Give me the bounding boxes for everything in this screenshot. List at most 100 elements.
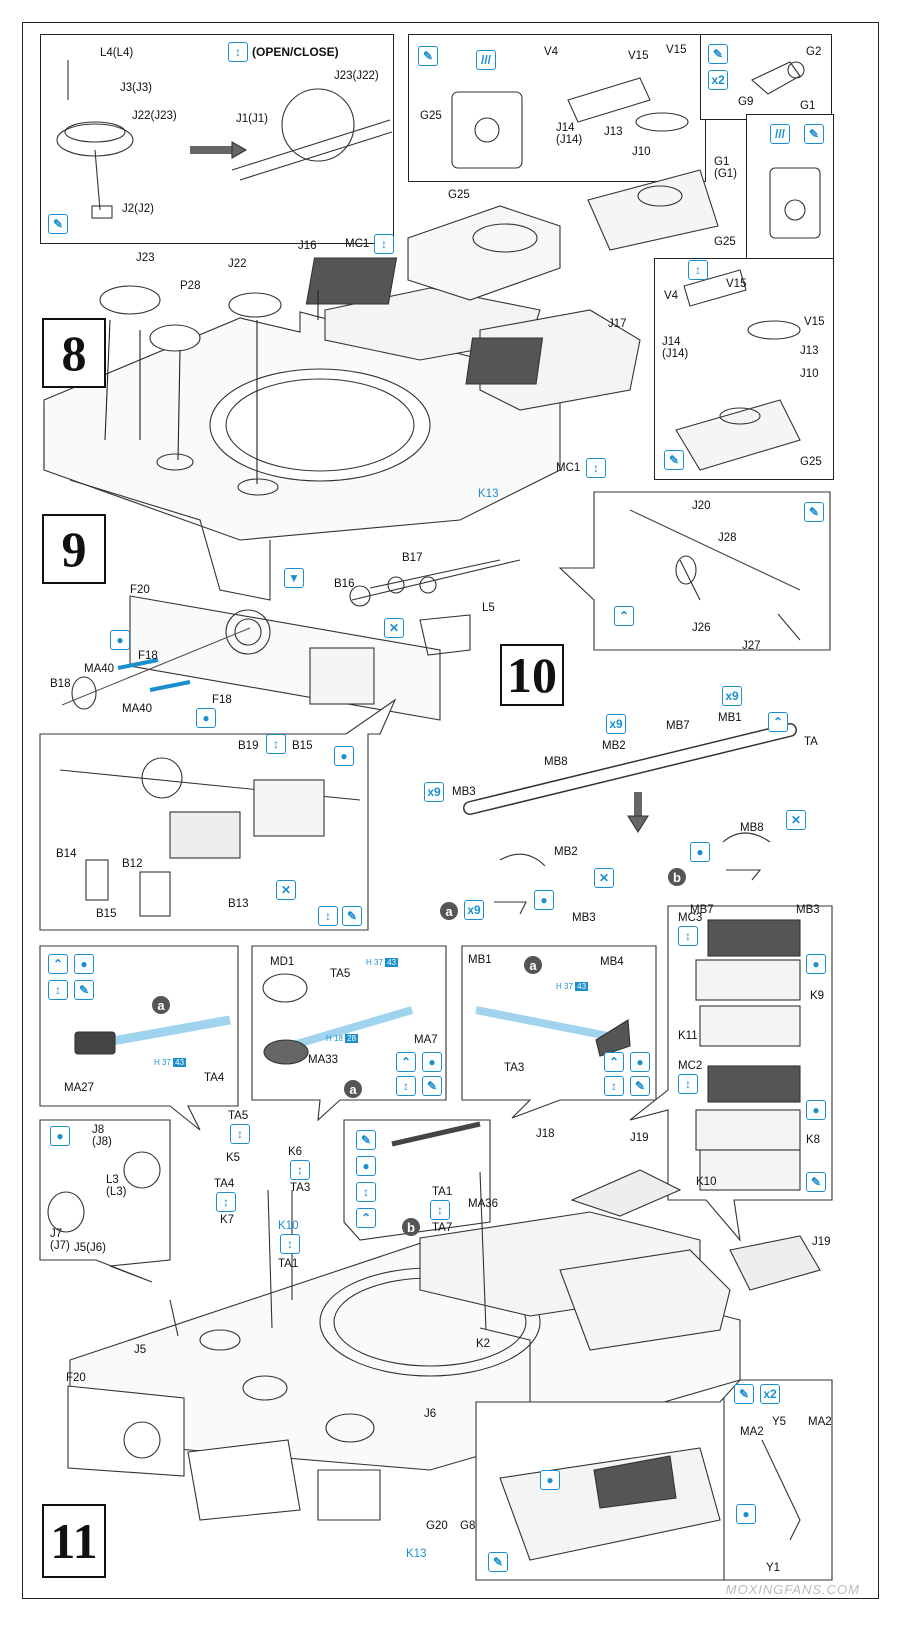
open-close-icon: ↕ <box>688 260 708 280</box>
step-number-8: 8 <box>42 318 106 388</box>
remove-icon: ✕ <box>786 810 806 830</box>
part-label: K10 <box>696 1176 717 1188</box>
part-label: V15 <box>804 316 825 328</box>
open-close-icon: ↕ <box>280 1234 300 1254</box>
step-ref-a: a <box>440 902 458 920</box>
part-label: J23 <box>136 252 155 264</box>
part-label: MB8 <box>740 822 764 834</box>
paint-code: 28 <box>345 1034 359 1043</box>
paint-code: 43 <box>575 982 589 991</box>
part-label: V15 <box>628 50 649 62</box>
part-label: MA40 <box>122 703 153 715</box>
open-close-icon: ↕ <box>318 906 338 926</box>
open-close-icon: ↕ <box>230 1124 250 1144</box>
step-ref-a: a <box>524 956 542 974</box>
drop-icon: ● <box>50 1126 70 1146</box>
part-label: MB3 <box>452 786 476 798</box>
part-label: MA27 <box>64 1082 95 1094</box>
part-label: B18 <box>50 678 71 690</box>
open-close-icon: ↕ <box>430 1200 450 1220</box>
part-label: V15 <box>666 44 687 56</box>
part-label: B19 <box>238 740 259 752</box>
paint-down-icon: ▼ <box>284 568 304 588</box>
part-label: MB1 <box>468 954 492 966</box>
part-label: TA4 <box>214 1178 235 1190</box>
open-close-icon: ↕ <box>48 980 68 1000</box>
raise-icon: ⌃ <box>768 712 788 732</box>
paint-code: 37 <box>564 982 573 991</box>
paint-code: 37 <box>162 1058 171 1067</box>
part-label: G1 (G1) <box>714 156 737 180</box>
part-label: J6 <box>424 1408 437 1420</box>
paint-code-badge: H 18 28 <box>326 1034 359 1043</box>
cement-icon: ✎ <box>804 124 824 144</box>
cement-icon: ✎ <box>664 450 684 470</box>
part-label: J3(J3) <box>120 82 152 94</box>
step-number-10: 10 <box>500 644 564 706</box>
part-label: MB1 <box>718 712 742 724</box>
part-label: MC1 <box>556 462 581 474</box>
part-label: V4 <box>544 46 559 58</box>
part-label: G25 <box>800 456 822 468</box>
part-label: J10 <box>632 146 651 158</box>
part-label: J7 (J7) <box>50 1228 70 1252</box>
step-number-9: 9 <box>42 514 106 584</box>
part-label: G2 <box>806 46 822 58</box>
part-label: L4(L4) <box>100 47 134 59</box>
part-label: J20 <box>692 500 711 512</box>
drop-icon: ● <box>806 1100 826 1120</box>
paint-icon: /// <box>770 124 790 144</box>
part-label: TA5 <box>330 968 351 980</box>
part-label: J27 <box>742 640 761 652</box>
cement-icon: ✎ <box>422 1076 442 1096</box>
part-label: TA7 <box>432 1222 453 1234</box>
part-label: K13 <box>478 488 499 500</box>
part-label: P28 <box>180 280 201 292</box>
part-label: MB4 <box>600 956 624 968</box>
paint-icon: /// <box>476 50 496 70</box>
part-label: J18 <box>536 1128 555 1140</box>
part-label: Y1 <box>766 1562 781 1574</box>
part-label: J5(J6) <box>74 1242 106 1254</box>
part-label: MC3 <box>678 912 703 924</box>
part-label: F18 <box>138 650 158 662</box>
part-label: G25 <box>420 110 442 122</box>
part-label: J14 (J14) <box>662 336 689 360</box>
cement-icon: ✎ <box>734 1384 754 1404</box>
part-label: MB7 <box>666 720 690 732</box>
part-label: MD1 <box>270 956 295 968</box>
open-close-icon: ↕ <box>228 42 248 62</box>
part-label: K2 <box>476 1338 491 1350</box>
part-label: TA5 <box>228 1110 249 1122</box>
part-label: B15 <box>292 740 313 752</box>
part-label: G25 <box>448 189 470 201</box>
part-label: J26 <box>692 622 711 634</box>
part-label: TA3 <box>290 1182 311 1194</box>
quantity-icon: x9 <box>606 714 626 734</box>
part-label: J5 <box>134 1344 147 1356</box>
part-label: J2(J2) <box>122 203 154 215</box>
drop-icon: ● <box>422 1052 442 1072</box>
part-label: TA1 <box>278 1258 299 1270</box>
open-close-icon: ↕ <box>216 1192 236 1212</box>
part-label: V4 <box>664 290 679 302</box>
part-label: F18 <box>212 694 232 706</box>
part-label: J19 <box>812 1236 831 1248</box>
drop-icon: ● <box>736 1504 756 1524</box>
part-label: J19 <box>630 1132 649 1144</box>
cement-icon: ✎ <box>418 46 438 66</box>
quantity-icon: x2 <box>760 1384 780 1404</box>
part-label: MB7 <box>690 904 714 916</box>
paint-code-badge: H 37 43 <box>154 1058 187 1067</box>
paint-code-badge: H 37 43 <box>366 958 399 967</box>
part-label: L3 (L3) <box>106 1174 127 1198</box>
part-label: TA <box>804 736 818 748</box>
part-label: TA3 <box>504 1062 525 1074</box>
drop-icon: ● <box>540 1470 560 1490</box>
part-label: J28 <box>718 532 737 544</box>
part-label: Y5 <box>772 1416 787 1428</box>
part-label: K8 <box>806 1134 821 1146</box>
part-label: MA7 <box>414 1034 438 1046</box>
cement-icon: ✎ <box>74 980 94 1000</box>
part-label: G1 <box>800 100 816 112</box>
